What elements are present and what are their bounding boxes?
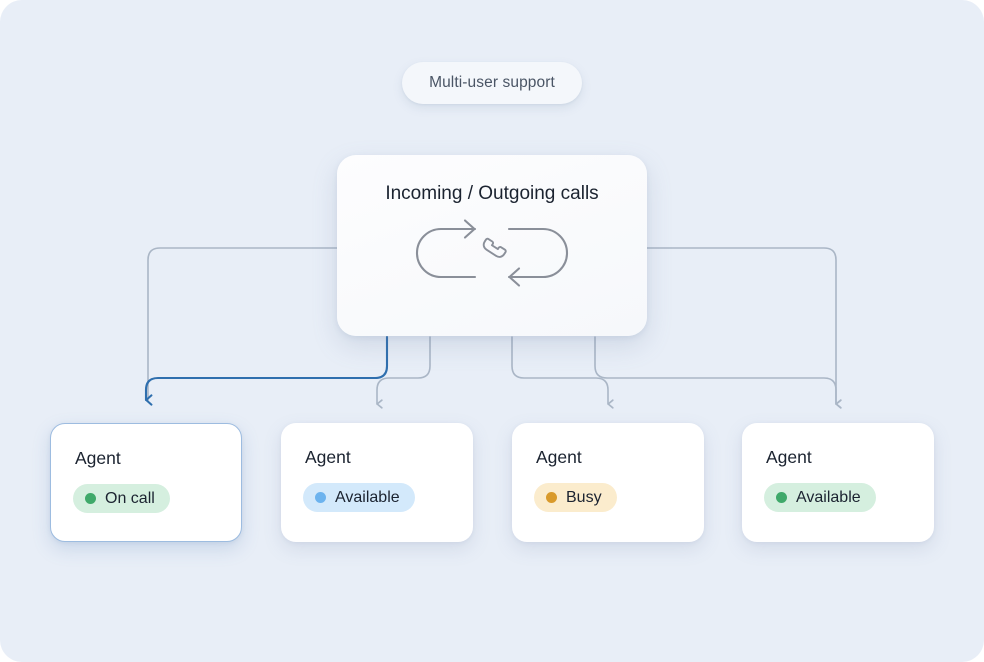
agent-card-1-status-badge: On call: [73, 484, 170, 513]
connector-to-agent-2: [376, 336, 431, 409]
agent-card-3[interactable]: Agent Busy: [512, 423, 704, 542]
connector-to-agent-4: [594, 336, 842, 409]
agent-card-2-status-label: Available: [335, 488, 400, 506]
status-dot-icon: [546, 492, 557, 503]
connector-right-outer: [646, 247, 842, 409]
agent-card-4-status-badge: Available: [764, 483, 876, 512]
agent-card-1[interactable]: Agent On call: [50, 423, 242, 542]
agent-card-2[interactable]: Agent Available: [281, 423, 473, 542]
connector-to-agent-3: [511, 336, 614, 409]
agent-card-1-status-label: On call: [105, 489, 155, 507]
status-dot-icon: [776, 492, 787, 503]
hub-card-incoming-outgoing-calls[interactable]: Incoming / Outgoing calls: [337, 155, 647, 336]
agent-card-4-status-label: Available: [796, 488, 861, 506]
diagram-title-label: Multi-user support: [429, 74, 555, 91]
status-dot-icon: [85, 493, 96, 504]
agent-card-4[interactable]: Agent Available: [742, 423, 934, 542]
diagram-title-chip: Multi-user support: [402, 62, 582, 104]
agent-card-3-status-label: Busy: [566, 488, 602, 506]
connector-left-outer: [147, 247, 339, 401]
agent-card-4-title: Agent: [766, 447, 812, 467]
incoming-outgoing-calls-icon: [411, 219, 573, 298]
agent-card-2-status-badge: Available: [303, 483, 415, 512]
agent-card-2-title: Agent: [305, 447, 351, 467]
agent-card-3-title: Agent: [536, 447, 582, 467]
connector-to-agent-1-active: [144, 335, 389, 406]
hub-card-title: Incoming / Outgoing calls: [385, 183, 599, 204]
agent-card-1-title: Agent: [75, 448, 121, 468]
status-dot-icon: [315, 492, 326, 503]
agent-card-3-status-badge: Busy: [534, 483, 617, 512]
